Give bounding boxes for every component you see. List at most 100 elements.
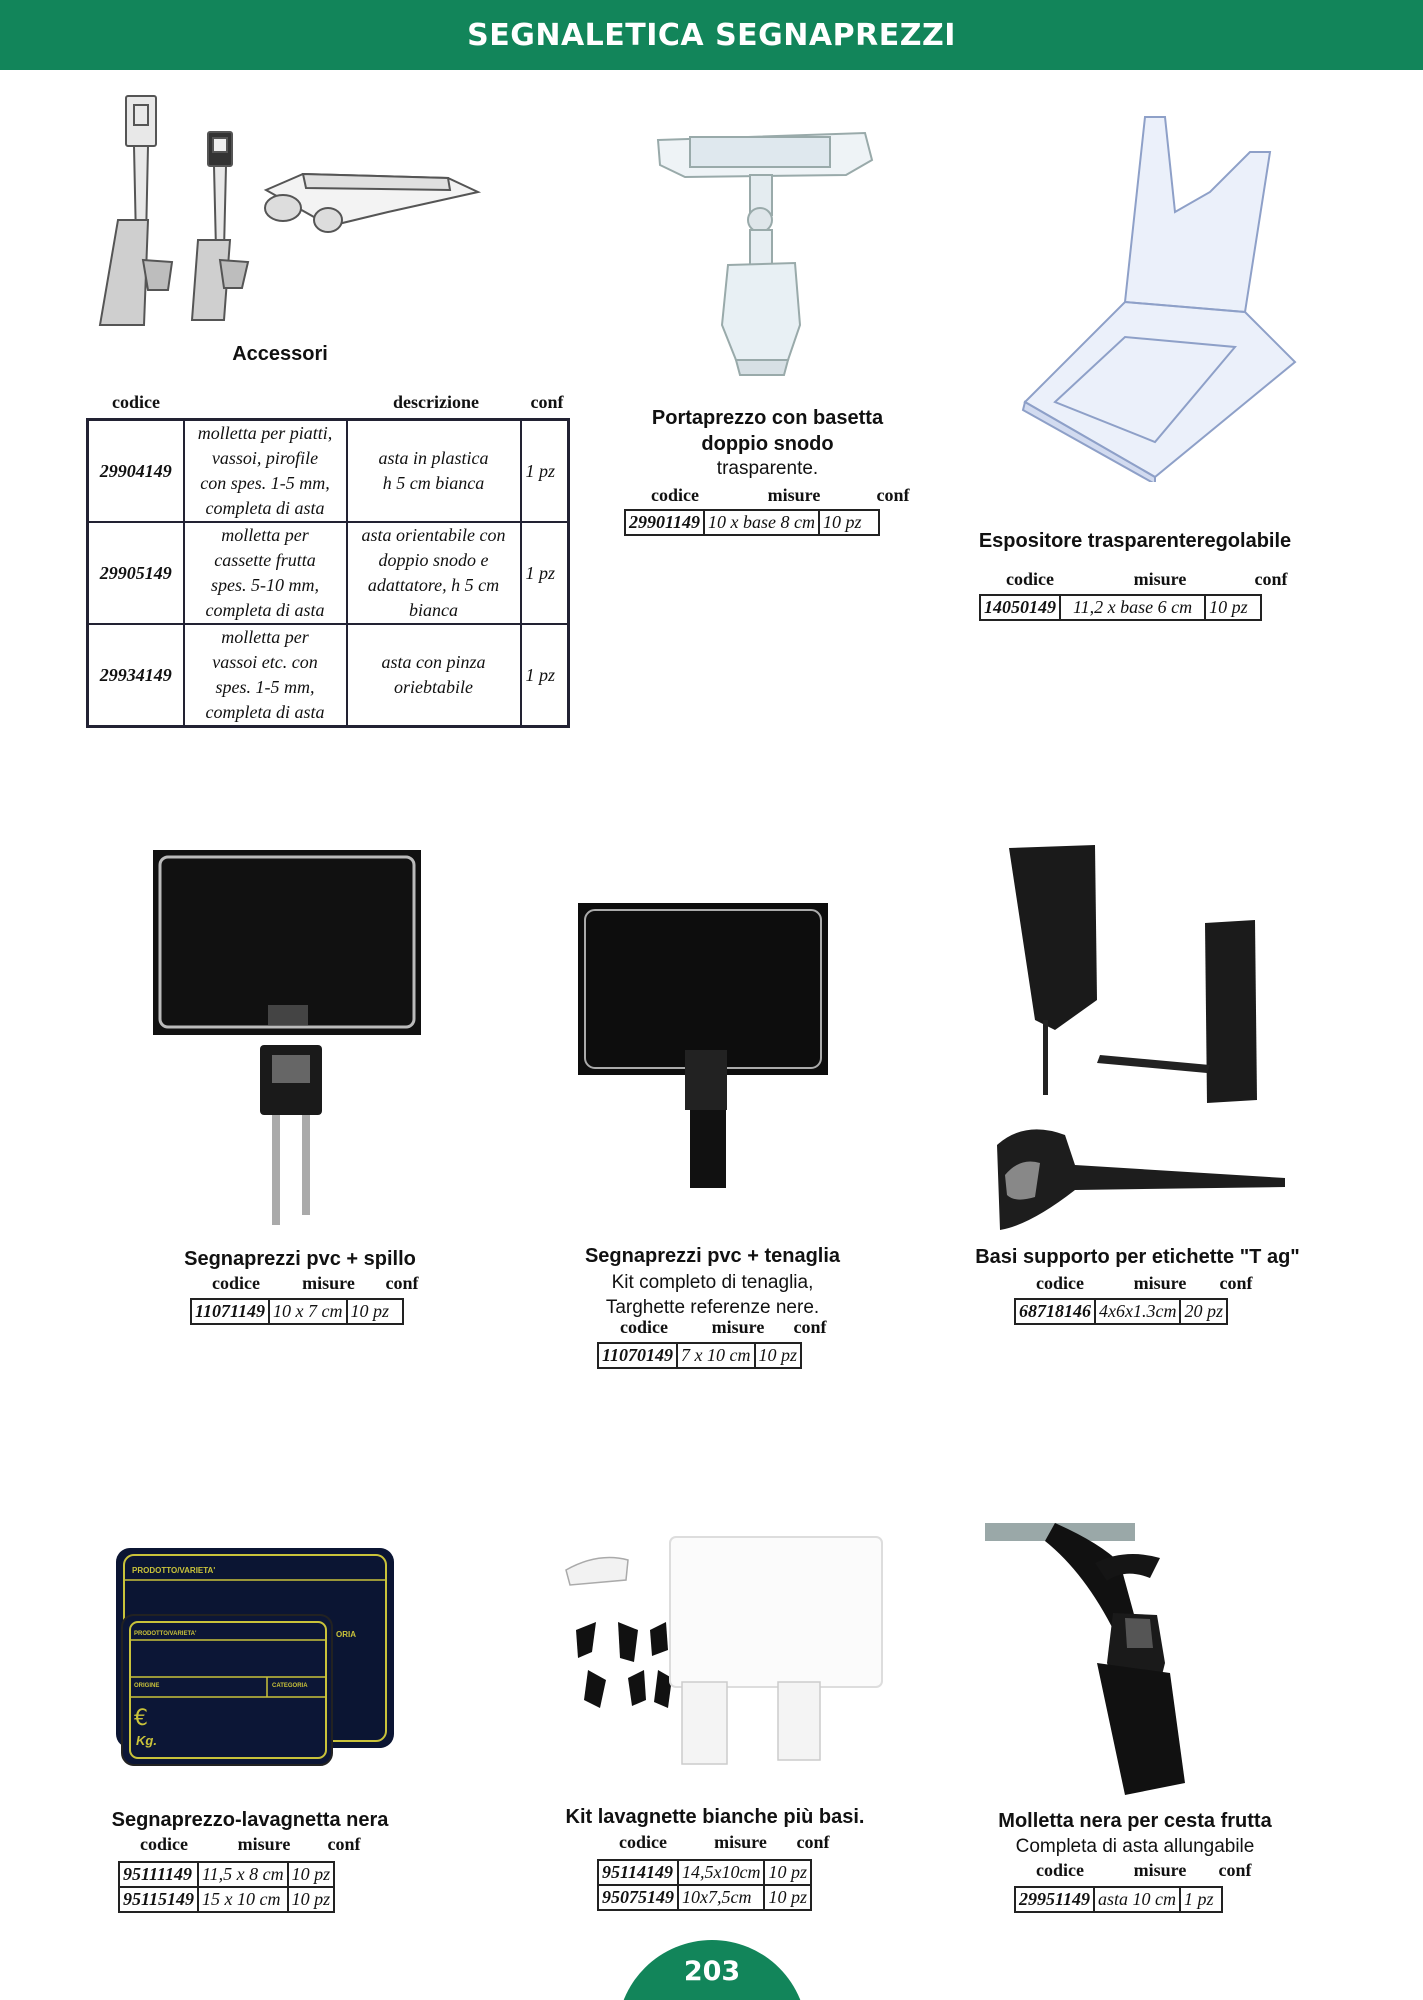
- header-codice: codice: [1006, 569, 1054, 589]
- cell-descrizione-molletta: molletta per piatti, vassoi, pirofile co…: [182, 418, 348, 523]
- cell-codice: 11070149: [596, 1342, 679, 1369]
- line: cassette frutta: [214, 550, 316, 570]
- table-row: 95111149 11,5 x 8 cm 10 pz: [117, 1861, 336, 1888]
- line: completa di asta: [205, 600, 325, 620]
- molletta-image: [985, 1523, 1245, 1798]
- header-codice: codice: [651, 485, 699, 505]
- cell-codice: 29905149: [86, 521, 185, 625]
- lavagnetta-label-origine: ORIGINE: [134, 1683, 159, 1689]
- table-row: 11071149 10 x 7 cm 10 pz: [189, 1298, 404, 1325]
- cell-conf: 1 pz: [519, 521, 570, 625]
- cell-conf: 10 pz: [345, 1298, 404, 1325]
- line: oriebtabile: [394, 677, 473, 697]
- header-conf: conf: [385, 1273, 419, 1293]
- title-line: doppio snodo: [701, 433, 834, 455]
- spillo-headers: codice misure conf: [186, 1273, 433, 1294]
- lavagnetta-label-oria: ORIA: [336, 1630, 356, 1639]
- tenaglia-table: 11070149 7 x 10 cm 10 pz: [596, 1342, 803, 1369]
- cell-descrizione-molletta: molletta per vassoi etc. con spes. 1-5 m…: [182, 623, 348, 728]
- table-row: 29904149 molletta per piatti, vassoi, pi…: [86, 418, 570, 523]
- header-conf: conf: [1218, 1860, 1252, 1880]
- line: asta con pinza: [381, 652, 486, 672]
- header-misure: misure: [1133, 1860, 1187, 1880]
- table-row: 68718146 4x6x1.3cm 20 pz: [1014, 1298, 1228, 1325]
- cell-descrizione-asta: asta orientabile con doppio snodo e adat…: [345, 521, 522, 625]
- cell-conf: 1 pz: [519, 418, 570, 523]
- lavagnetta-headers: codice misure conf: [114, 1834, 374, 1855]
- cell-conf: 10 pz: [286, 1886, 336, 1913]
- cell-descrizione-asta: asta con pinza oriebtabile: [345, 623, 522, 728]
- cell-misure: 11,5 x 8 cm: [197, 1861, 289, 1888]
- espositore-title: Espositore trasparenteregolabile: [978, 530, 1292, 552]
- page-number-badge: 203: [617, 1940, 807, 2000]
- cell-codice: 95114149: [597, 1859, 679, 1886]
- subtitle-line: Targhette referenze nere.: [605, 1297, 820, 1318]
- accessori-image: [88, 90, 488, 335]
- kit-headers: codice misure conf: [593, 1832, 838, 1853]
- line: molletta per: [221, 525, 309, 545]
- line: molletta per: [221, 627, 309, 647]
- header-conf: conf: [327, 1834, 361, 1854]
- portaprezzo-subtitle: trasparente.: [716, 458, 819, 479]
- molletta-title: Molletta nera per cesta frutta: [998, 1810, 1272, 1832]
- tenaglia-subtitle: Kit completo di tenaglia, Targhette refe…: [560, 1270, 865, 1320]
- kit-title: Kit lavagnette bianche più basi.: [565, 1806, 865, 1828]
- cell-misure: 4x6x1.3cm: [1093, 1298, 1182, 1325]
- header-codice: codice: [112, 392, 160, 412]
- cell-conf: 10 pz: [753, 1342, 803, 1369]
- espositore-headers: codice misure conf: [980, 569, 1302, 590]
- header-misure: misure: [714, 1832, 767, 1852]
- header-misure: misure: [767, 485, 821, 505]
- cell-misure: 15 x 10 cm: [197, 1886, 289, 1913]
- basi-image: [985, 845, 1305, 1235]
- line: vassoi, pirofile: [211, 448, 319, 468]
- header-misure: misure: [1133, 569, 1187, 589]
- cell-codice: 29904149: [86, 418, 185, 523]
- line: h 5 cm bianca: [382, 473, 485, 493]
- line: vassoi etc. con: [212, 652, 318, 672]
- tenaglia-image: [575, 900, 835, 1190]
- page-header: SEGNALETICA SEGNAPREZZI: [0, 0, 1423, 70]
- header-conf: conf: [530, 392, 564, 412]
- table-row: 29905149 molletta per cassette frutta sp…: [86, 521, 570, 625]
- cell-descrizione-asta: asta in plastica h 5 cm bianca: [345, 418, 522, 523]
- lavagnetta-image: PRODOTTO/VARIETA' ORIA PRODOTTO/VARIETA'…: [112, 1545, 397, 1770]
- table-row: 95114149 14,5x10cm 10 pz: [597, 1859, 812, 1886]
- cell-misure: 10 x 7 cm: [268, 1298, 348, 1325]
- cell-conf: 10 pz: [1204, 594, 1263, 621]
- portaprezzo-image: [650, 125, 880, 390]
- line: spes. 1-5 mm,: [215, 677, 315, 697]
- cell-codice: 11071149: [189, 1298, 271, 1325]
- header-codice: codice: [212, 1273, 260, 1293]
- line: completa di asta: [205, 702, 325, 722]
- cell-conf: 20 pz: [1179, 1298, 1228, 1325]
- molletta-subtitle: Completa di asta allungabile: [1015, 1836, 1255, 1857]
- cell-conf: 1 pz: [519, 623, 570, 728]
- table-row: 29934149 molletta per vassoi etc. con sp…: [86, 623, 570, 728]
- cell-misure: 10x7,5cm: [676, 1884, 766, 1911]
- table-row: 29901149 10 x base 8 cm 10 pz: [623, 509, 880, 536]
- line: bianca: [409, 600, 458, 620]
- header-codice: codice: [619, 1832, 667, 1852]
- lavagnetta-label-euro: €: [134, 1706, 148, 1731]
- header-codice: codice: [1036, 1860, 1084, 1880]
- basi-table: 68718146 4x6x1.3cm 20 pz: [1014, 1298, 1228, 1325]
- header-conf: conf: [796, 1832, 830, 1852]
- spillo-title: Segnaprezzi pvc + spillo: [184, 1248, 416, 1270]
- header-conf: conf: [876, 485, 910, 505]
- header-codice: codice: [620, 1317, 668, 1337]
- line: molletta per piatti,: [197, 423, 333, 443]
- header-misure: misure: [711, 1317, 765, 1337]
- header-conf: conf: [793, 1317, 827, 1337]
- lavagnetta-table: 95111149 11,5 x 8 cm 10 pz 95115149 15 x…: [117, 1861, 336, 1913]
- cell-conf: 10 pz: [818, 509, 880, 536]
- kit-table: 95114149 14,5x10cm 10 pz 95075149 10x7,5…: [597, 1859, 812, 1911]
- cell-codice: 29951149: [1013, 1886, 1096, 1913]
- line: completa di asta: [205, 498, 325, 518]
- table-row: 14050149 11,2 x base 6 cm 10 pz: [979, 594, 1263, 621]
- cell-codice: 95111149: [117, 1861, 200, 1888]
- lavagnetta-label-kg: Kg.: [136, 1733, 157, 1748]
- cell-misure: 7 x 10 cm: [676, 1342, 756, 1369]
- cell-codice: 95075149: [597, 1884, 679, 1911]
- cell-misure: 10 x base 8 cm: [703, 509, 820, 536]
